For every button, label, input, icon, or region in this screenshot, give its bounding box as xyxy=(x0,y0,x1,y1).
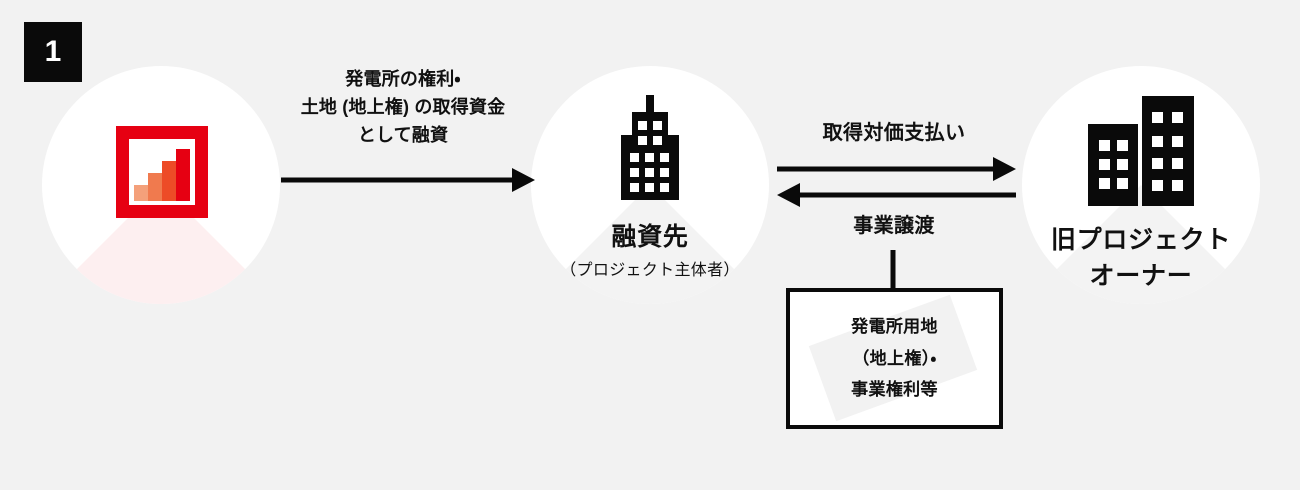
node-borrower-title: 融資先 xyxy=(611,223,689,251)
step-badge: 1 xyxy=(24,22,82,82)
node-owner-title-line1: 旧プロジェクト xyxy=(1050,226,1232,254)
arrow-transfer xyxy=(777,183,1016,207)
arrow-loan-label-line3: として融資 xyxy=(357,124,449,145)
node-owner-title-line2: オーナー xyxy=(1089,262,1193,291)
bar-chart-bar-3 xyxy=(162,161,176,201)
step-badge-number: 1 xyxy=(44,35,62,68)
bar-chart-bar-4 xyxy=(176,149,190,201)
node-owner-caption: 旧プロジェクト オーナー xyxy=(1000,222,1282,295)
two-buildings-icon xyxy=(1082,96,1200,206)
bar-chart-icon xyxy=(116,126,208,218)
bar-chart-bar-1 xyxy=(134,185,148,201)
arrow-loan-label: 発電所の権利・ 土地 (地上権) の取得資金 として融資 xyxy=(272,66,534,150)
asset-box-line2: （地上権）・ xyxy=(852,348,937,368)
arrow-payment xyxy=(777,157,1016,181)
node-borrower-caption: 融資先 （プロジェクト主体者） xyxy=(531,222,769,281)
node-owner-circle xyxy=(1022,66,1260,304)
arrow-loan xyxy=(281,168,535,192)
asset-box-line1: 発電所用地 xyxy=(851,317,938,337)
arrow-payment-label: 取得対価支払い xyxy=(822,122,966,144)
arrow-transfer-label: 事業譲渡 xyxy=(853,215,935,237)
bar-chart-icon-inner xyxy=(129,139,195,205)
arrow-loan-label-line2: 土地 (地上権) の取得資金 xyxy=(300,96,506,117)
bar-chart-bar-2 xyxy=(148,173,162,201)
asset-box: 発電所用地 （地上権）・ 事業権利等 xyxy=(786,288,1003,429)
node-borrower-subtitle: （プロジェクト主体者） xyxy=(560,262,740,280)
asset-box-text: 発電所用地 （地上権）・ 事業権利等 xyxy=(851,311,938,405)
arrow-loan-label-line1: 発電所の権利・ xyxy=(345,69,461,89)
office-tower-icon xyxy=(600,95,700,213)
asset-box-line3: 事業権利等 xyxy=(851,380,938,400)
